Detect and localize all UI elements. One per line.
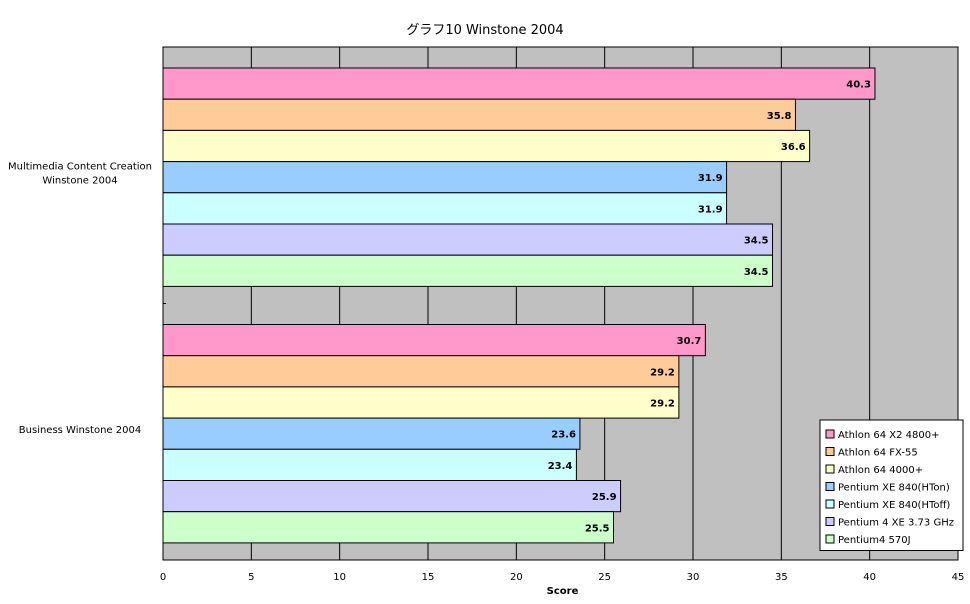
bar <box>162 161 728 194</box>
bar <box>162 386 680 419</box>
legend-item: Athlon 64 X2 4800+ <box>838 430 939 441</box>
bar <box>162 223 773 256</box>
data-label: 35.8 <box>767 111 792 122</box>
bars: 40.3 35.8 36.6 31.9 31.9 34.5 34.5 30.7 29.2 29.2… <box>162 67 876 544</box>
bar <box>162 98 796 131</box>
x-tick-label: 45 <box>952 572 965 583</box>
legend-item: Athlon 64 4000+ <box>838 465 923 476</box>
legend-swatch <box>825 447 835 456</box>
bar <box>162 129 811 163</box>
bar <box>162 324 706 357</box>
data-label: 40.3 <box>846 80 871 91</box>
data-label: 31.9 <box>698 173 723 184</box>
x-tick-label: 30 <box>687 572 700 583</box>
bar <box>162 417 581 450</box>
data-label: 31.9 <box>698 204 723 215</box>
x-tick-label: 5 <box>248 572 254 583</box>
x-tick-label: 15 <box>422 572 435 583</box>
legend-swatch <box>825 482 835 491</box>
x-tick-label: 0 <box>160 572 166 583</box>
data-label: 23.4 <box>548 461 573 472</box>
x-axis-label: Score <box>547 586 579 597</box>
bar <box>162 480 622 513</box>
bar <box>162 448 577 481</box>
bar <box>162 192 728 225</box>
legend-swatch <box>825 534 835 544</box>
x-tick-label: 35 <box>775 572 788 583</box>
legend-swatch <box>825 464 835 474</box>
category-label: Business Winstone 2004 <box>19 425 141 436</box>
legend-box <box>819 419 964 551</box>
legend-swatch <box>825 517 835 526</box>
x-tick-label: 40 <box>863 572 876 583</box>
bar <box>162 254 773 287</box>
x-tick-label: 25 <box>598 572 611 583</box>
data-label: 34.5 <box>744 267 769 278</box>
data-label: 29.2 <box>650 399 675 410</box>
bar <box>162 355 680 388</box>
chart-title: グラフ10 Winstone 2004 <box>406 23 563 38</box>
data-label: 34.5 <box>744 236 769 247</box>
data-label: 23.6 <box>551 430 576 441</box>
x-tick-label: 10 <box>333 572 346 583</box>
legend-swatch <box>825 499 835 509</box>
legend-item: Pentium4 570J <box>838 535 911 546</box>
x-tick-label: 20 <box>510 572 523 583</box>
data-label: 36.6 <box>781 142 806 153</box>
legend-item: Pentium 4 XE 3.73 GHz <box>838 518 954 529</box>
legend-item: Pentium XE 840(HTon) <box>838 483 950 494</box>
legend-item: Athlon 64 FX-55 <box>838 448 918 459</box>
legend: Athlon 64 X2 4800+ Athlon 64 FX-55Athlon … <box>819 419 964 551</box>
legend-item: Pentium XE 840(HToff) <box>838 500 950 511</box>
data-label: 25.5 <box>585 523 610 534</box>
bar <box>162 67 876 100</box>
data-label: 29.2 <box>650 367 675 378</box>
legend-swatch <box>825 429 835 439</box>
data-label: 25.9 <box>592 492 617 503</box>
data-label: 30.7 <box>677 336 702 347</box>
x-axis-ticks: 0 5 10 15 20 25 30 35 40 45 <box>160 572 965 583</box>
bar <box>162 511 614 544</box>
